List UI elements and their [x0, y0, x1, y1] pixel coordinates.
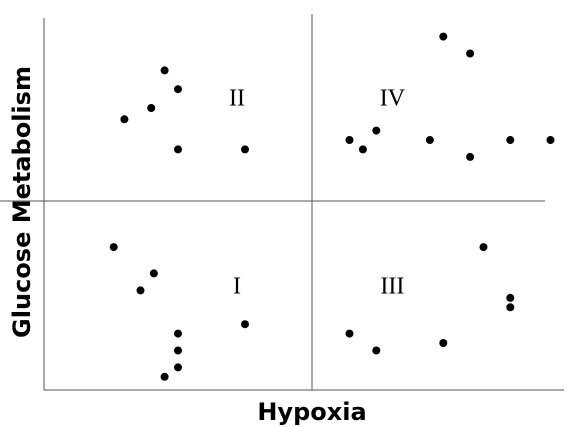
data-point-15 — [546, 136, 555, 144]
quadrant-label-i: I — [233, 274, 241, 300]
data-point-9 — [372, 126, 381, 135]
data-point-18 — [136, 286, 145, 295]
data-point-22 — [174, 363, 182, 372]
data-point-5 — [174, 145, 182, 154]
data-point-10 — [345, 136, 354, 144]
data-point-4 — [120, 115, 129, 124]
data-point-19 — [241, 320, 249, 329]
data-point-28 — [439, 339, 448, 347]
data-point-21 — [174, 346, 182, 355]
data-point-11 — [358, 145, 367, 154]
quadrant-label-iv: IV — [380, 86, 406, 112]
y-axis-title: Glucose Metabolism — [8, 66, 36, 338]
data-point-3 — [147, 104, 156, 112]
x-axis-title: Hypoxia — [257, 398, 366, 426]
data-point-6 — [241, 145, 249, 154]
data-point-12 — [425, 136, 434, 144]
quadrant-label-ii: II — [229, 86, 245, 112]
data-point-16 — [109, 243, 118, 252]
data-point-13 — [466, 152, 475, 161]
data-point-24 — [479, 243, 488, 252]
data-point-23 — [160, 372, 169, 381]
data-point-1 — [160, 66, 169, 75]
data-point-25 — [506, 293, 515, 302]
data-point-17 — [149, 269, 158, 278]
data-point-26 — [506, 303, 515, 312]
data-points — [109, 32, 555, 381]
data-point-8 — [466, 49, 475, 58]
quadrant-label-iii: III — [380, 274, 404, 300]
data-point-29 — [372, 346, 381, 355]
data-point-14 — [506, 136, 515, 144]
axes — [0, 14, 564, 391]
data-point-7 — [439, 32, 448, 41]
data-point-2 — [174, 85, 182, 94]
data-point-20 — [174, 329, 182, 338]
data-point-27 — [345, 329, 354, 338]
